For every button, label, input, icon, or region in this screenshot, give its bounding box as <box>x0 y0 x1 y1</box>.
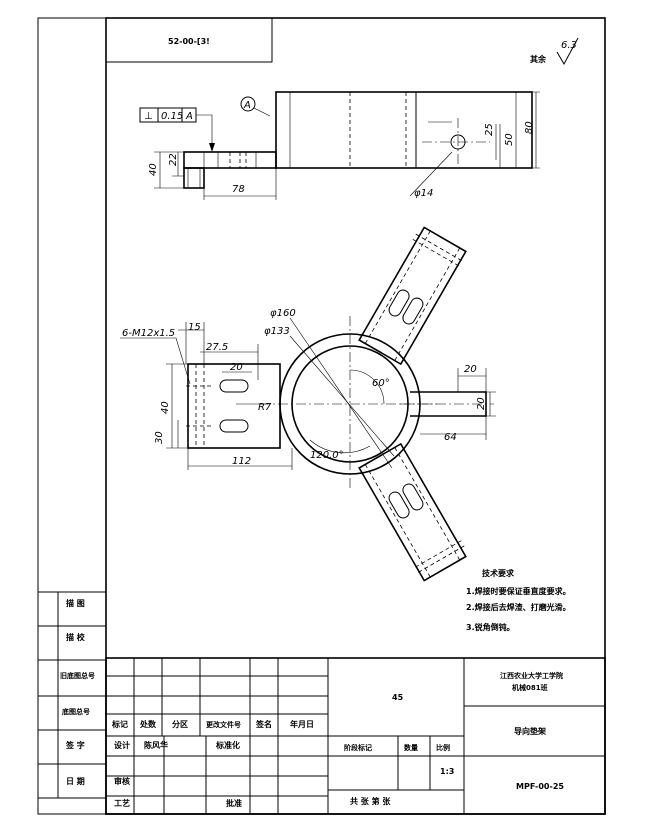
tech-requirement-1: 1.焊接时要保证垂直度要求。 <box>466 586 571 596</box>
dim-50: 50 <box>504 133 515 146</box>
tech-requirement-3: 3.锐角倒钝。 <box>466 622 515 632</box>
design-label: 设计 <box>114 740 130 750</box>
dim-20-right-top: 20 <box>464 364 477 375</box>
drawing-frame <box>105 17 606 815</box>
header-sign: 签名 <box>255 719 272 729</box>
dim-60deg: 60° <box>372 378 390 389</box>
perpendicularity-symbol: ⊥ <box>144 111 153 122</box>
tolerance-value: 0.15 <box>161 111 183 122</box>
stage-mark-label: 阶段标记 <box>344 743 372 752</box>
dim-25: 25 <box>484 123 495 136</box>
dim-80: 80 <box>524 121 535 134</box>
designer-name: 陈风华 <box>144 740 168 750</box>
dim-phi133: φ133 <box>264 326 290 337</box>
left-strip-base-no: 底图总号 <box>62 707 90 716</box>
dim-40-front: 40 <box>148 163 159 176</box>
datum-label: A <box>243 100 251 111</box>
scale-value: 1:3 <box>440 767 454 776</box>
left-strip-old-base-no: 旧底图总号 <box>60 671 95 680</box>
header-count: 处数 <box>139 719 157 729</box>
header-date: 年月日 <box>290 719 314 729</box>
title-block: 标记 处数 分区 更改文件号 签名 年月日 设计 陈风华 标准化 审核 工艺 批… <box>105 657 606 815</box>
code-box: 52-00-[3! <box>106 18 273 63</box>
tolerance-datum: A <box>185 111 193 122</box>
left-strip-trace: 描 图 <box>66 598 85 608</box>
dim-15: 15 <box>188 322 201 333</box>
front-view: ⊥ 0.15 A A 40 22 <box>139 91 540 200</box>
surface-finish-label: 其余 <box>530 54 547 64</box>
dim-phi160: φ160 <box>270 308 296 319</box>
header-mark: 标记 <box>111 719 128 729</box>
quantity-label: 数量 <box>404 743 418 752</box>
process-label: 工艺 <box>114 798 130 808</box>
top-view: 6-M12x1.5 15 27.5 φ133 φ160 20 60° R7 40… <box>120 226 496 582</box>
dim-78: 78 <box>232 184 245 195</box>
code-box-text: 52-00-[3! <box>168 37 210 46</box>
tech-requirements-title: 技术要求 <box>482 568 515 578</box>
header-zone: 分区 <box>172 719 188 729</box>
dim-40-top: 40 <box>160 401 171 414</box>
surface-finish-value: 6.3 <box>561 40 577 51</box>
sheet-info: 共 张 第 张 <box>350 796 391 806</box>
scale-label: 比例 <box>436 743 450 752</box>
surface-finish: 其余 6.3 <box>530 37 579 66</box>
left-strip-sign: 签 字 <box>65 740 85 750</box>
dim-22: 22 <box>168 153 179 166</box>
header-change-doc: 更改文件号 <box>206 720 241 729</box>
left-strip-check: 描 校 <box>66 632 86 642</box>
left-strip-date: 日 期 <box>66 776 85 786</box>
dim-phi14: φ14 <box>414 188 433 199</box>
tolerance-frame: ⊥ 0.15 A <box>139 107 215 152</box>
dim-r7: R7 <box>258 402 272 413</box>
dim-64: 64 <box>444 432 457 443</box>
approve-label: 批准 <box>226 798 242 808</box>
dim-112: 112 <box>232 456 251 467</box>
standardization-label: 标准化 <box>215 740 240 750</box>
drawing-number: MPF-00-25 <box>516 782 564 791</box>
tech-requirement-2: 2.焊接后去焊渣、打磨光滑。 <box>466 602 571 612</box>
dim-30: 30 <box>154 431 165 444</box>
tech-requirements: 技术要求 1.焊接时要保证垂直度要求。 2.焊接后去焊渣、打磨光滑。 3.锐角倒… <box>466 568 571 632</box>
org-name: 江西农业大学工学院 <box>500 671 563 680</box>
class-name: 机械081班 <box>512 683 548 692</box>
dim-20-left: 20 <box>230 362 243 373</box>
left-strip: 描 图 描 校 旧底图总号 底图总号 签 字 日 期 <box>38 591 106 799</box>
dim-27.5: 27.5 <box>206 342 228 353</box>
material: 45 <box>392 693 404 702</box>
dim-6-m12: 6-M12x1.5 <box>122 328 175 339</box>
part-name: 导向垫架 <box>514 726 546 736</box>
dim-120deg: 120.0° <box>310 450 344 461</box>
review-label: 审核 <box>114 776 130 786</box>
dim-20-right-side: 20 <box>476 397 487 410</box>
